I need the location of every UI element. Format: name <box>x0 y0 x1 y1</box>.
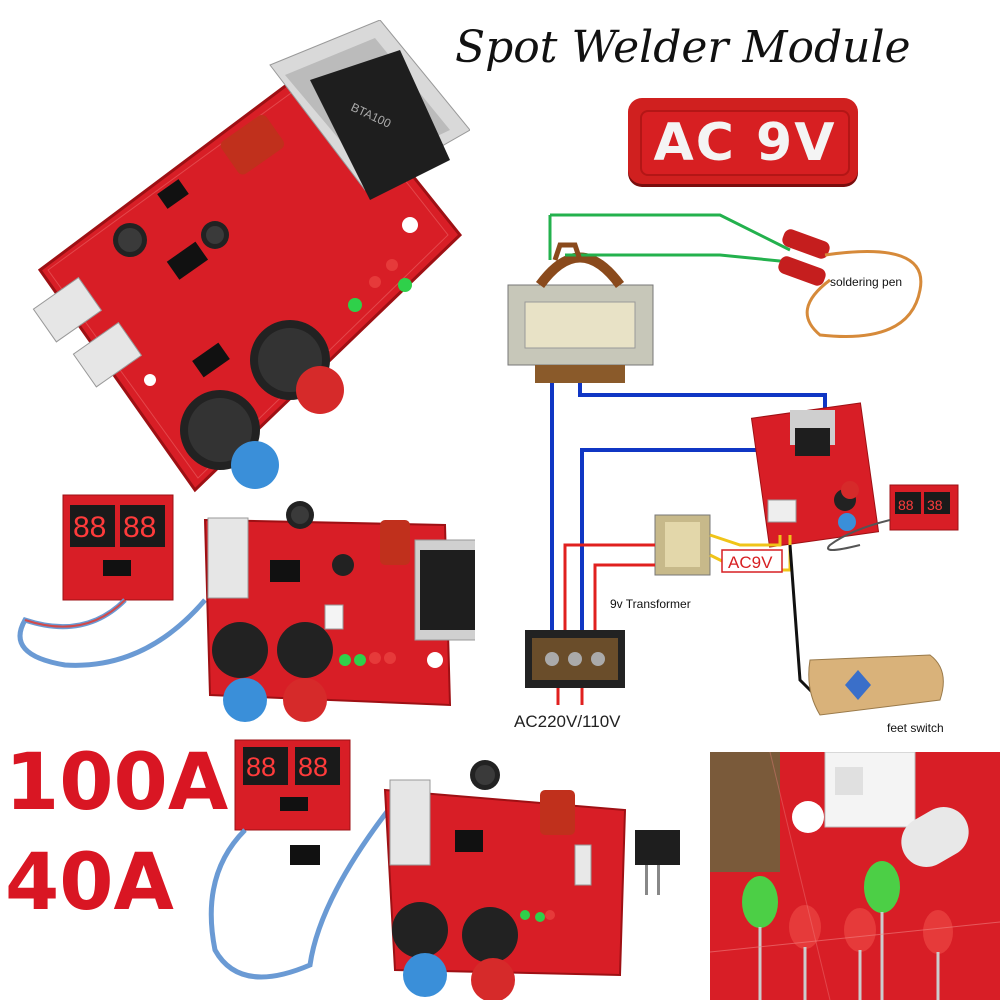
svg-text:88: 88 <box>246 752 276 782</box>
feet-switch-label: feet switch <box>887 721 944 735</box>
voltage-badge-text: AC 9V <box>653 113 837 173</box>
mains-label: AC220V/110V <box>514 712 621 731</box>
svg-text:88: 88 <box>123 511 156 544</box>
transformer-label: 9v Transformer <box>610 597 691 611</box>
svg-text:88: 88 <box>73 511 106 544</box>
svg-text:88: 88 <box>298 752 328 782</box>
svg-text:88: 88 <box>898 497 914 513</box>
closeup-photo <box>710 752 1000 1000</box>
module-40a-photo: 88 88 <box>208 739 680 1000</box>
soldering-pen-label: soldering pen <box>830 275 902 289</box>
svg-text:38: 38 <box>927 497 943 513</box>
product-title: Spot Welder Module <box>455 22 911 73</box>
voltage-badge-inner: AC 9V <box>640 110 850 176</box>
ac9v-label: AC9V <box>728 553 773 572</box>
wiring-diagram: soldering pen 88 38 AC9V 9v Transformer … <box>507 213 959 735</box>
main-board-photo: BTA100 <box>32 20 470 493</box>
module-with-display-photo: 88 88 <box>17 494 475 722</box>
current-100a-label: 100A <box>5 738 229 828</box>
current-40a-label: 40A <box>5 838 174 928</box>
